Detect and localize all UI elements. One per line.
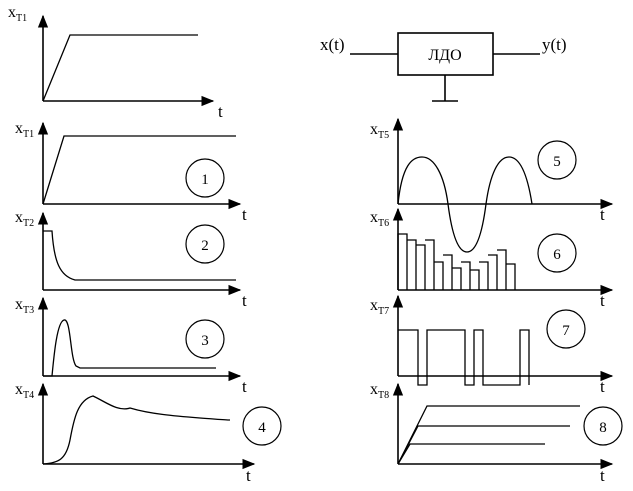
graph-number-circle (185, 319, 225, 359)
curve (42, 135, 236, 205)
t-axis-label: t (600, 466, 605, 485)
t-axis-label: t (600, 205, 605, 224)
t-axis-label: t (600, 377, 605, 396)
y-axis-label: xT8 (370, 381, 389, 401)
graph-4: xT4 t 4 (15, 381, 282, 485)
graph-7: xT7 t 7 (370, 294, 614, 396)
graph-number: 5 (553, 154, 561, 170)
graph-number-circle (537, 233, 577, 273)
y-axis-label: xT6 (370, 209, 389, 229)
graph-number: 3 (201, 333, 209, 349)
input-label: x(t) (320, 35, 345, 54)
block-diagram: x(t) ЛДО y(t) (320, 32, 567, 102)
curve (397, 156, 533, 253)
graph-5: xT5 t 5 (370, 117, 614, 253)
curve (398, 329, 530, 386)
y-axis-label: xT7 (370, 297, 389, 317)
t-axis-label: t (242, 205, 247, 224)
curve (42, 395, 231, 465)
graph-6: xT6 t 6 (370, 207, 614, 310)
output-label: y(t) (542, 35, 567, 54)
t-axis-label: t (242, 291, 247, 310)
graph-3: xT3 t 3 (15, 296, 247, 396)
curve (42, 34, 198, 102)
graph-1: xT1 t 1 (15, 120, 247, 224)
t-axis-label: t (218, 102, 223, 121)
graph-number: 4 (258, 420, 266, 436)
curve (43, 319, 216, 377)
graph-number-circle (546, 309, 586, 349)
curve-a (397, 405, 580, 465)
curve (43, 230, 236, 281)
graph-number: 2 (201, 238, 209, 254)
graph-number: 6 (553, 247, 561, 263)
graph-number-circle (537, 140, 577, 180)
y-axis-label: xT5 (370, 121, 389, 141)
graph-2: xT2 t 2 (15, 209, 247, 310)
curve (397, 233, 516, 290)
graph-number: 8 (599, 420, 607, 436)
curve-c (397, 443, 545, 465)
graph-number-circle (185, 158, 225, 198)
graph-number: 1 (201, 172, 209, 188)
graph-number-circle (583, 406, 623, 446)
y-axis-label: xT4 (15, 381, 34, 401)
graph-number: 7 (562, 323, 570, 339)
t-axis-label: t (246, 466, 251, 485)
y-axis-label: xT2 (15, 209, 34, 229)
block-label: ЛДО (428, 47, 461, 64)
graph-number-circle (242, 406, 282, 446)
y-axis-label: xT3 (15, 296, 34, 316)
t-axis-label: t (600, 291, 605, 310)
y-axis-label: xT1 (8, 4, 27, 24)
graph-8: xT8 t 8 (370, 381, 623, 485)
curve-b (397, 425, 570, 465)
y-axis-label: xT1 (15, 120, 34, 140)
t-axis-label: t (242, 377, 247, 396)
graph-top: xT1 t (8, 4, 223, 121)
graph-number-circle (185, 224, 225, 264)
